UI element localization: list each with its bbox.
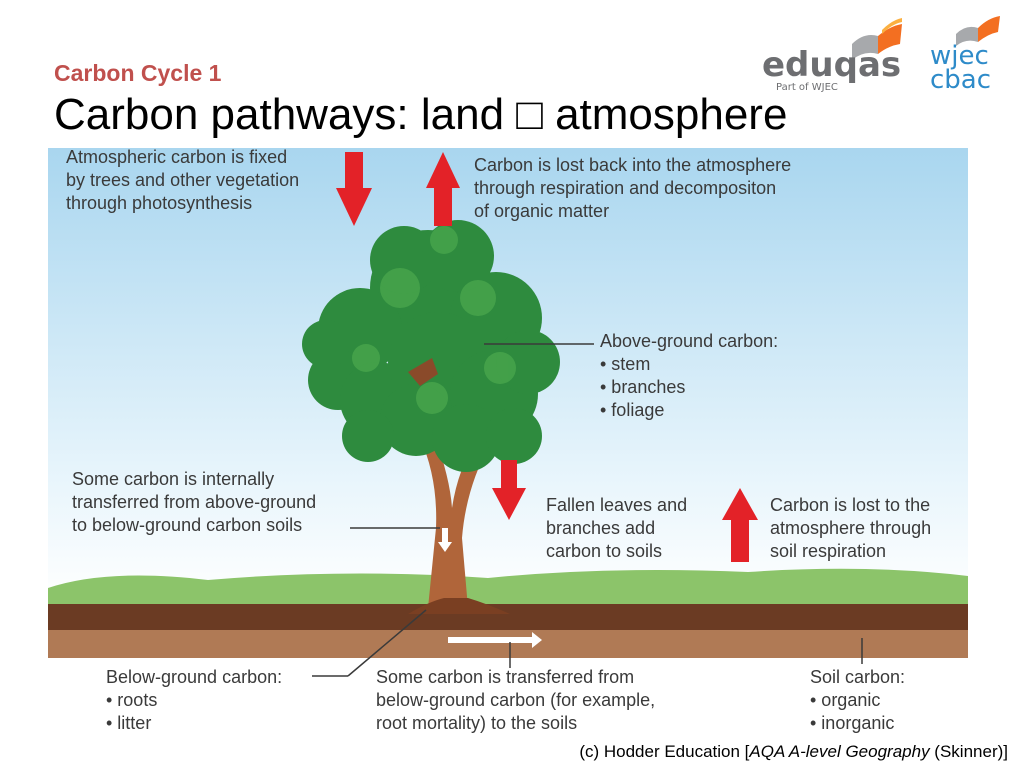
label-soil-transfer: Some carbon is transferred from below-gr… [376, 667, 656, 733]
slide-subtitle: Carbon Cycle 1 [54, 60, 222, 86]
soil-dark-layer [48, 604, 968, 630]
tree-foliage [302, 220, 560, 472]
eduqas-wordmark: eduqas [762, 45, 901, 85]
eduqas-book-icon [852, 18, 902, 60]
wjec-wordmark: wjec [930, 41, 989, 71]
soil-light-layer [48, 630, 968, 658]
arrow-soil-respiration-up [722, 488, 758, 562]
eduqas-logo: eduqas Part of WJEC [762, 18, 902, 93]
arrow-internal-transfer-down [438, 528, 452, 552]
label-below-ground-carbon: Below-ground carbon: • roots • litter [106, 667, 283, 733]
slide-title: Carbon pathways: land □ atmosphere [54, 90, 788, 139]
label-above-ground-carbon: Above-ground carbon: • stem • branches •… [600, 331, 779, 420]
label-soil-carbon: Soil carbon: • organic • inorganic [810, 667, 906, 733]
arrow-respiration-up [426, 152, 460, 226]
image-credit: (c) Hodder Education [AQA A-level Geogra… [579, 742, 1008, 761]
wjec-book-icon [956, 16, 1000, 46]
arrow-photosynthesis-down [336, 152, 372, 226]
label-photosynthesis: Atmospheric carbon is fixed by trees and… [66, 147, 300, 213]
label-respiration-decomposition: Carbon is lost back into the atmosphere … [474, 155, 792, 221]
label-fallen-leaves: Fallen leaves and branches add carbon to… [546, 495, 688, 561]
label-internal-transfer: Some carbon is internally transferred fr… [72, 469, 317, 535]
label-soil-respiration: Carbon is lost to the atmosphere through… [770, 495, 932, 561]
arrow-soil-transfer-right [448, 632, 542, 648]
carbon-pathways-diagram: Atmospheric carbon is fixed by trees and… [48, 147, 968, 738]
arrow-leaf-fall-down [492, 460, 526, 520]
eduqas-tagline: Part of WJEC [776, 82, 838, 93]
cbac-wordmark: cbac [930, 65, 991, 95]
wjec-cbac-logo: wjec cbac [930, 16, 1000, 95]
